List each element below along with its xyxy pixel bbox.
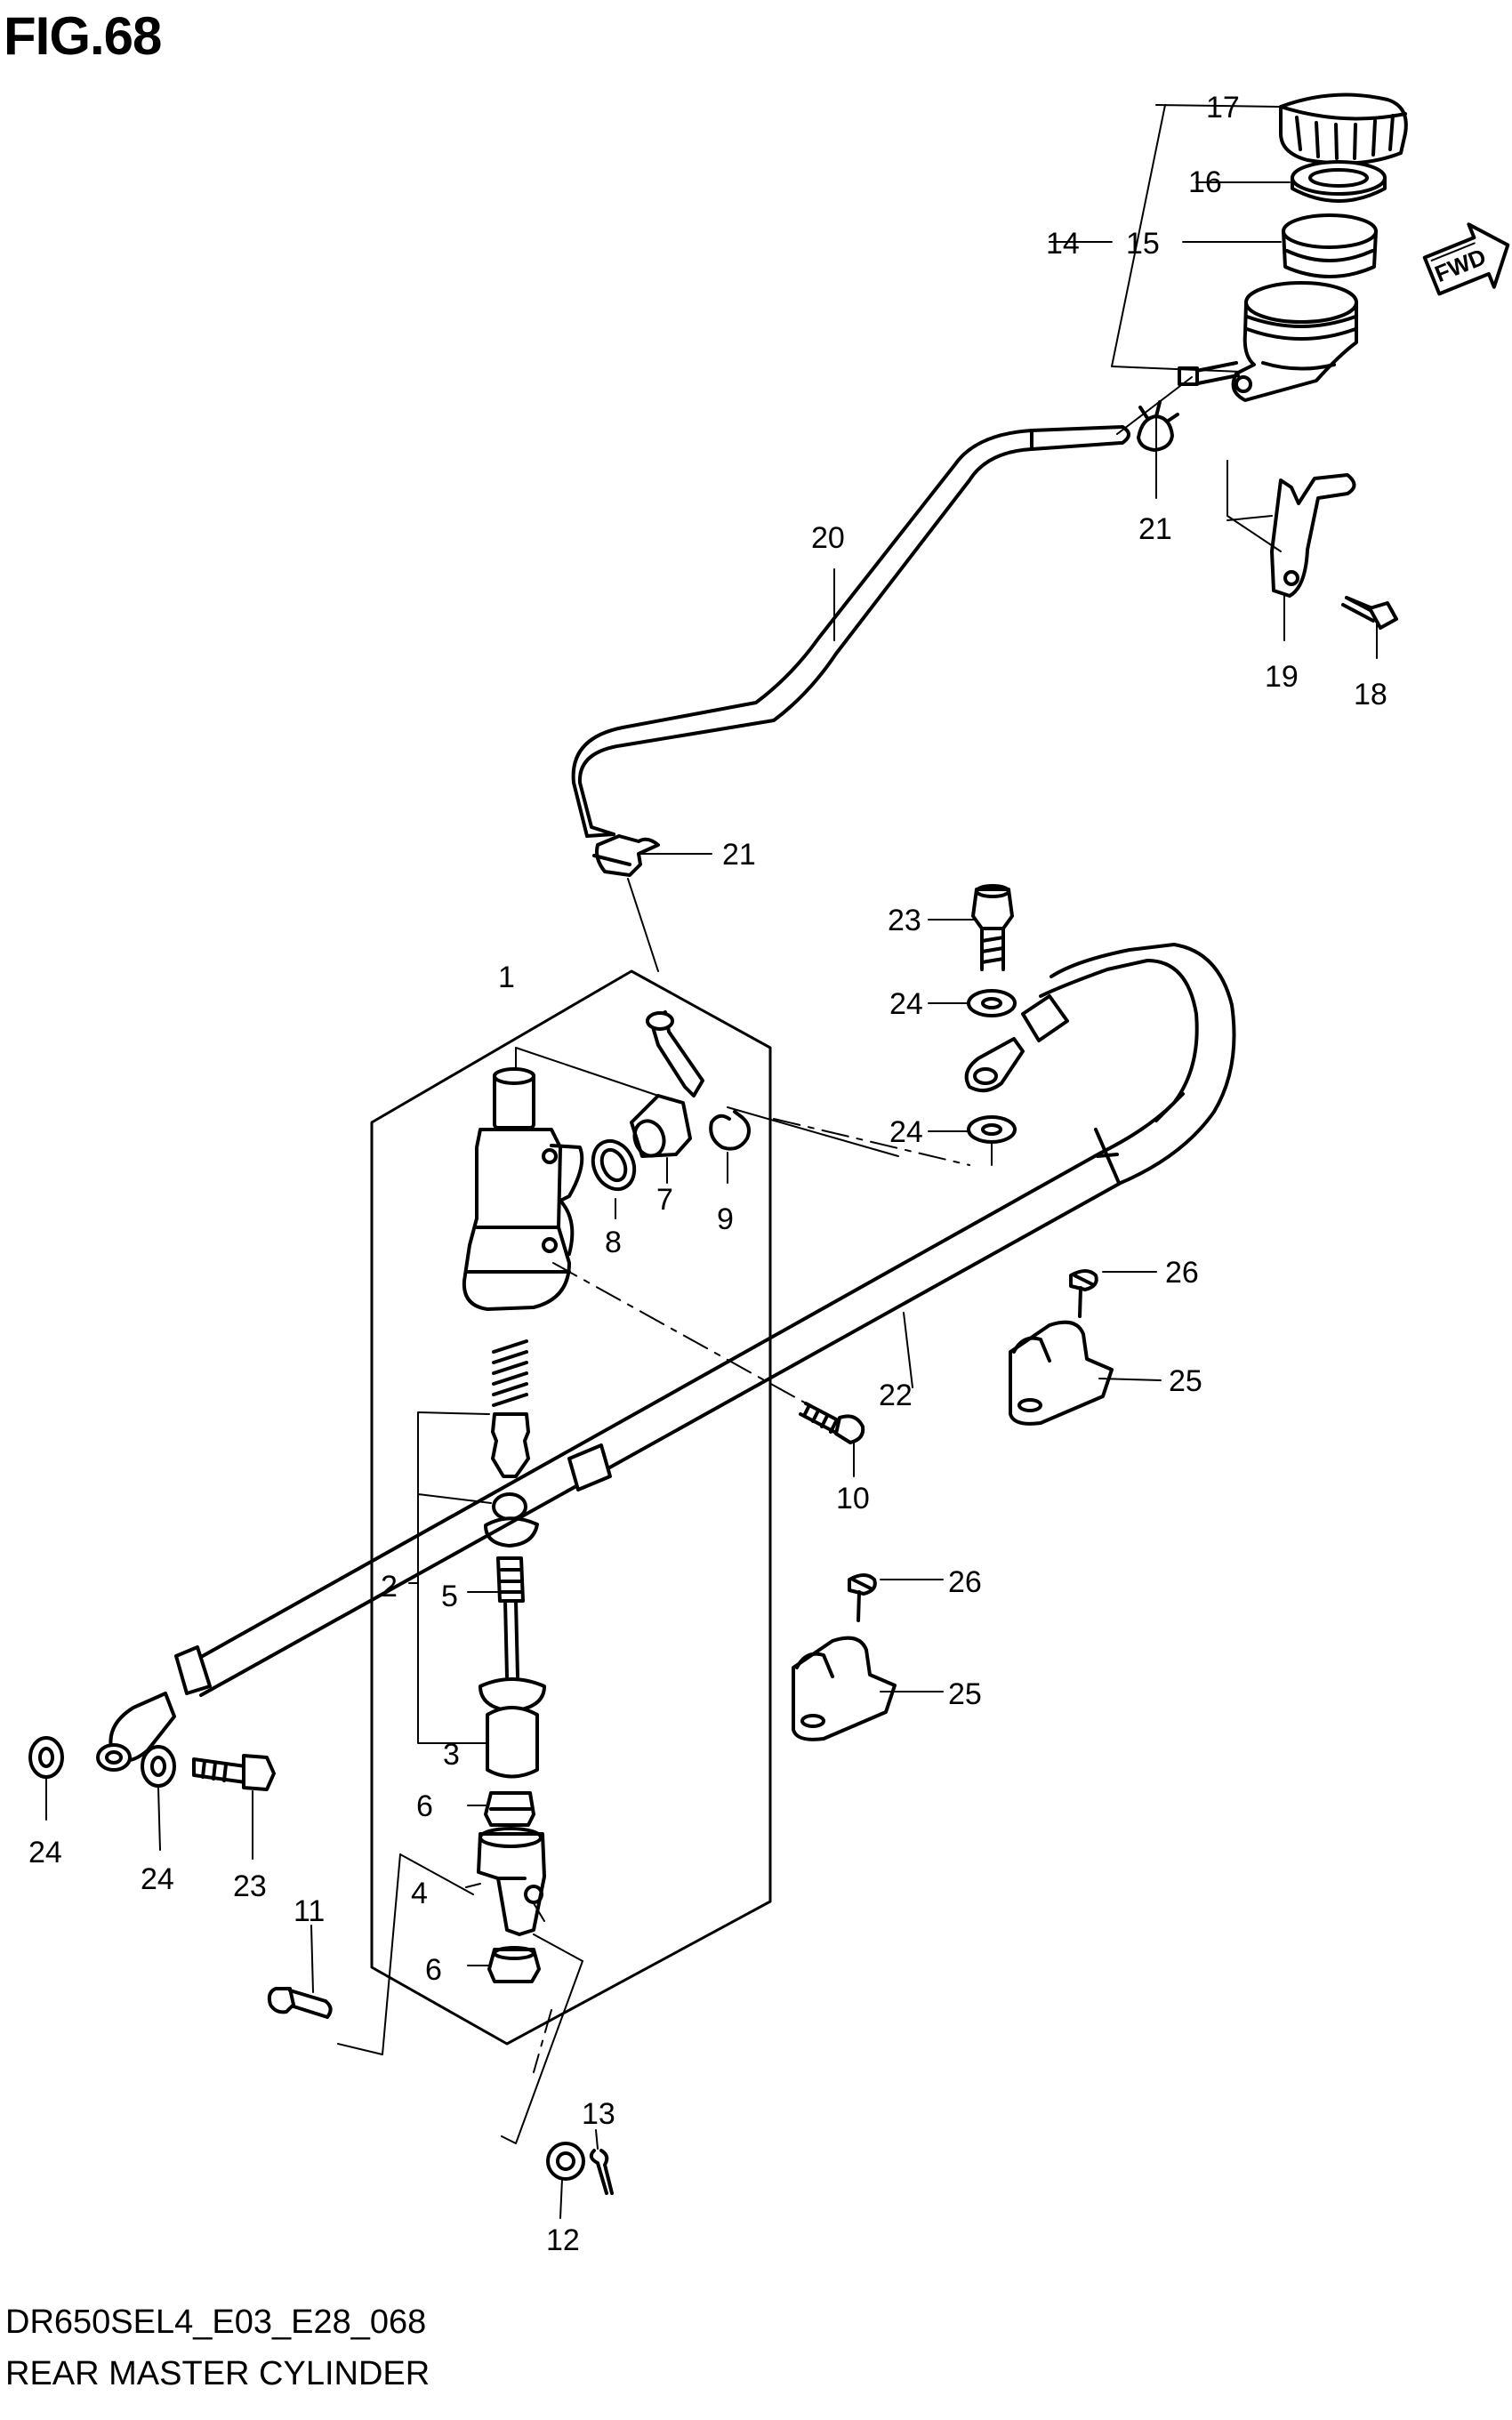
leader-lines-1	[515, 1047, 899, 1157]
hose-clamp-21-lower	[592, 834, 660, 877]
callout-leaders	[45, 104, 1378, 2219]
callout-19: 19	[1265, 660, 1299, 694]
screw-26-upper	[1069, 1269, 1098, 1318]
reservoir-body-14	[1231, 281, 1358, 402]
hose-guide-25-upper	[1009, 1320, 1114, 1426]
piston-assembly-2	[484, 1412, 539, 1548]
callout-17: 17	[1206, 91, 1240, 125]
reservoir-hose-20	[571, 425, 1130, 838]
callout-4: 4	[411, 1877, 428, 1910]
outlet-nipple	[1178, 366, 1199, 386]
hose-connector-7	[630, 1094, 692, 1158]
callout-13: 13	[582, 2097, 615, 2131]
figure-code: DR650SEL4_E03_E28_068	[5, 2303, 427, 2341]
diaphragm-plate-16	[1291, 160, 1387, 203]
washer-24-upper-b	[967, 1115, 1017, 1144]
callout-16: 16	[1188, 165, 1222, 199]
hose-clamp-21-upper	[1137, 400, 1179, 452]
figure-title: FIG.68	[4, 6, 162, 66]
return-spring	[492, 1339, 528, 1407]
hose-guide-25-lower	[792, 1636, 897, 1741]
cotter-pin-13	[589, 2149, 614, 2195]
bolt-10-axis	[552, 1262, 842, 1424]
callout-12: 12	[546, 2223, 580, 2257]
callout-7: 7	[656, 1183, 673, 1217]
callout-24-lower-b: 24	[141, 1862, 174, 1896]
inlet-fitting	[646, 1010, 704, 1097]
hose-axis-line	[773, 1118, 970, 1166]
washer-24-lower-a	[28, 1736, 64, 1779]
callout-14: 14	[1046, 227, 1080, 261]
circlip-9	[709, 1110, 751, 1151]
callout-6-upper: 6	[416, 1789, 433, 1823]
callout-24-upper-b: 24	[889, 1115, 923, 1149]
callout-9: 9	[717, 1202, 734, 1236]
locknut-6-upper	[484, 1791, 535, 1827]
bracket-bolt-18	[1341, 596, 1398, 630]
callout-22: 22	[879, 1379, 913, 1412]
leader-lines-4	[399, 1853, 583, 1962]
banjo-fitting-lower	[96, 1645, 212, 1772]
o-ring-8	[591, 1138, 637, 1192]
callout-1: 1	[498, 961, 515, 994]
inlet-leader	[627, 878, 659, 972]
fwd-arrow-icon: FWD	[1422, 222, 1510, 296]
pushrod-5	[496, 1556, 525, 1678]
banjo-bolt-23-lower	[192, 1754, 276, 1791]
callout-6-lower: 6	[425, 1953, 442, 1987]
reservoir-cap-17	[1279, 92, 1408, 165]
callout-labels: 1 2 3 4 5 6 6 7 8 9 10 11 12 13 14 15 16…	[28, 91, 1387, 2257]
callout-5: 5	[441, 1580, 458, 1613]
callout-3: 3	[443, 1738, 460, 1772]
callout-11: 11	[294, 1894, 325, 1928]
washer-24-lower-b	[141, 1745, 176, 1788]
callout-24-lower-a: 24	[28, 1836, 62, 1869]
master-cylinder-body	[462, 1067, 584, 1311]
leader-lines-12	[501, 1960, 583, 2144]
callout-10: 10	[836, 1482, 870, 1516]
callout-24-upper-a: 24	[889, 987, 923, 1021]
screw-26-lower	[848, 1573, 877, 1622]
callout-23-upper: 23	[888, 904, 921, 937]
banjo-fitting-upper	[964, 994, 1069, 1093]
locknut-6-lower	[487, 1946, 541, 1983]
banjo-bolt-23-upper	[971, 884, 1014, 971]
connection-line	[1116, 376, 1193, 435]
reservoir-bracket-19	[1270, 473, 1356, 598]
brake-hose-22	[185, 943, 1236, 1697]
washer-12	[546, 2142, 585, 2181]
clevis-4	[477, 1827, 546, 1936]
callout-15: 15	[1126, 227, 1160, 261]
callout-2: 2	[381, 1570, 398, 1604]
callout-25-upper: 25	[1169, 1364, 1202, 1398]
leader-lines-11	[337, 1853, 401, 2055]
callout-21-upper: 21	[1138, 512, 1172, 546]
callout-25-lower: 25	[948, 1677, 982, 1711]
diaphragm-15	[1282, 213, 1378, 278]
callout-23-lower: 23	[233, 1869, 267, 1903]
washer-24-upper-a	[967, 989, 1017, 1017]
callout-26-upper: 26	[1165, 1256, 1199, 1290]
callout-18: 18	[1354, 678, 1387, 712]
figure-name: REAR MASTER CYLINDER	[5, 2355, 430, 2392]
mounting-bolt-10	[799, 1402, 865, 1444]
callout-20: 20	[811, 521, 845, 555]
pin-axis	[533, 1902, 552, 2073]
callout-8: 8	[605, 1226, 622, 1259]
assembly-box-1	[370, 969, 772, 2046]
callout-26-lower: 26	[948, 1565, 982, 1599]
clevis-pin-11	[267, 1987, 333, 2019]
callout-21-lower: 21	[722, 838, 756, 872]
boot-3	[479, 1677, 546, 1779]
